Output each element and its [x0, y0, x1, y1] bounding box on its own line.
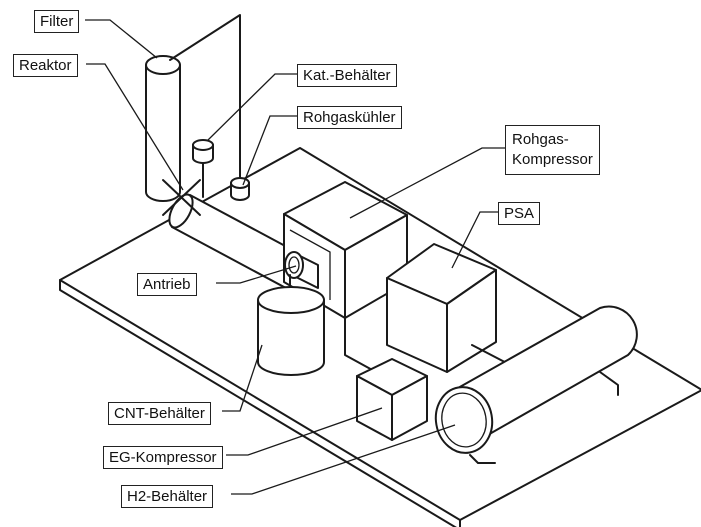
reaktor-label: Reaktor	[13, 54, 78, 77]
antrieb-label: Antrieb	[137, 273, 197, 296]
h2-behaelter-label: H2-Behälter	[121, 485, 214, 508]
catalyst-container	[192, 139, 214, 198]
filter-cylinder	[145, 55, 181, 202]
kat-behaelter-label: Kat.-Behälter	[297, 64, 397, 87]
support-frame	[169, 14, 241, 181]
psa-label: PSA	[498, 202, 541, 225]
psa-box	[386, 243, 497, 373]
eg-kompressor-label: EG-Kompressor	[103, 446, 223, 469]
drive-unit	[284, 251, 319, 299]
eg-compressor-box	[356, 358, 428, 441]
cnt-container	[257, 286, 325, 376]
rohgaskuehler-label: Rohgaskühler	[297, 106, 402, 129]
filter-label: Filter	[34, 10, 80, 33]
leader-lines	[85, 19, 505, 495]
rohgas-kompressor-line1: Rohgas-	[512, 131, 569, 148]
rohgas-kompressor-label: Rohgas- Kompressor	[505, 125, 600, 175]
h2-tank	[434, 305, 638, 464]
cnt-behaelter-label: CNT-Behälter	[108, 402, 211, 425]
rohgas-kompressor-line2: Kompressor	[512, 151, 593, 168]
raw-gas-cooler	[230, 177, 250, 201]
